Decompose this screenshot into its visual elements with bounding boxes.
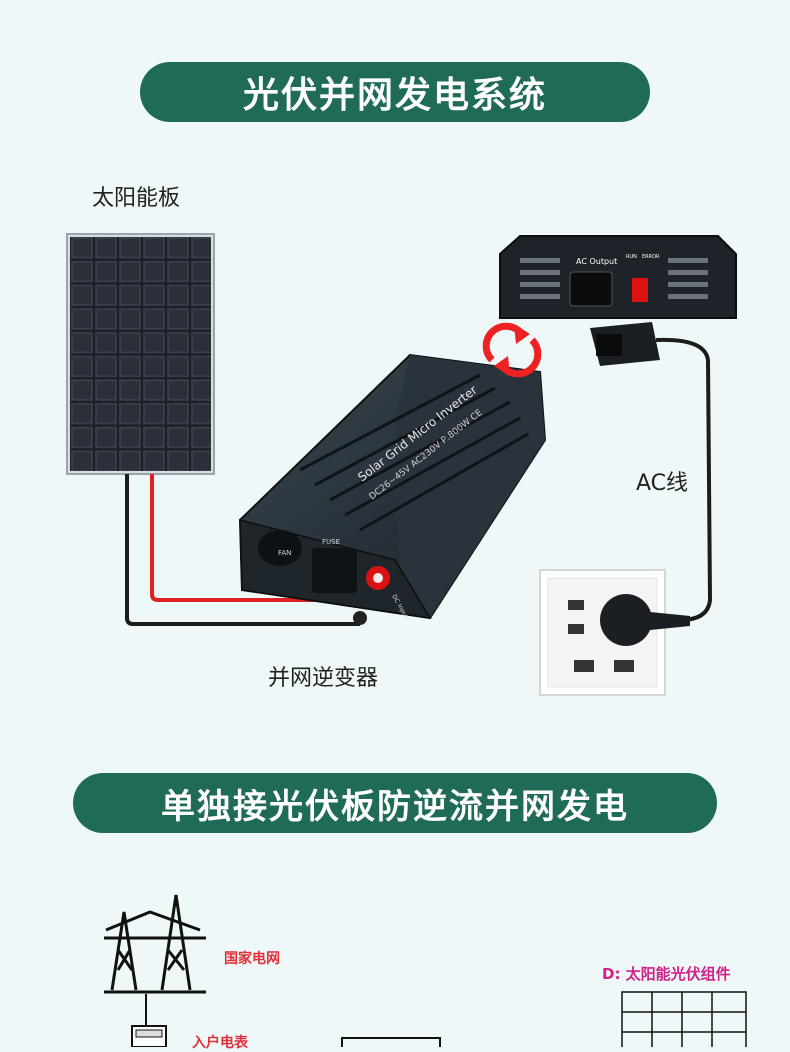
micro-inverter: Solar Grid Micro Inverter DC26~45V AC230… <box>238 353 547 625</box>
section1-title-banner: 光伏并网发电系统 <box>140 62 650 122</box>
wall-socket <box>539 569 690 696</box>
pv-system-illustration: Solar Grid Micro Inverter DC26~45V AC230… <box>66 233 737 696</box>
solar-panel-label: 太阳能板 <box>92 186 181 211</box>
ac-output-text: AC Output <box>576 257 617 266</box>
error-text: ERROR <box>642 254 660 260</box>
meter-icon <box>131 994 167 1047</box>
inverter-label: 并网逆变器 <box>268 666 379 691</box>
pv-module-label: D: 太阳能光伏组件 <box>602 965 731 983</box>
solar-panel <box>66 233 215 475</box>
ac-plug-connector <box>590 322 713 622</box>
ac-cable-label: AC线 <box>636 471 689 496</box>
inverter-outline <box>341 1037 441 1047</box>
section2-title-banner: 单独接光伏板防逆流并网发电 <box>73 773 717 833</box>
fan-text: FAN <box>278 549 291 557</box>
pv-module-icon <box>621 991 747 1047</box>
dc-cables <box>125 474 378 626</box>
power-tower-icon <box>104 894 206 994</box>
section2-title: 单独接光伏板防逆流并网发电 <box>161 786 629 827</box>
inverter-back-panel: AC Output RUN ERROR <box>499 235 737 319</box>
grid-label: 国家电网 <box>224 951 280 967</box>
section1-title: 光伏并网发电系统 <box>242 75 547 116</box>
fuse-text: FUSE <box>322 538 340 546</box>
cycle-arrows-icon <box>482 322 542 378</box>
run-text: RUN <box>626 254 637 260</box>
